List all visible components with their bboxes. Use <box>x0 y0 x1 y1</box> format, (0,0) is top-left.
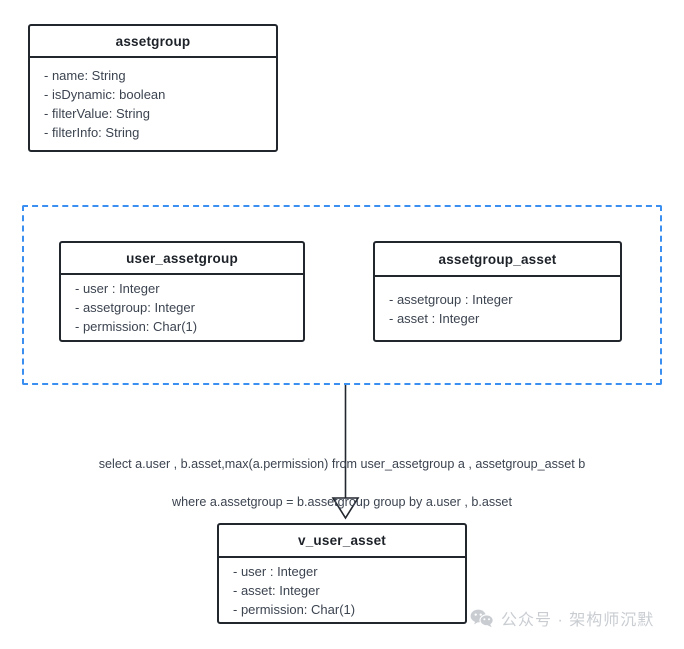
attribute-row: - asset: Integer <box>233 582 320 598</box>
attribute-row: - assetgroup : Integer <box>389 291 513 307</box>
entity-assetgroup-attributes: - name: String - isDynamic: boolean - fi… <box>30 58 276 150</box>
attribute-row: - permission: Char(1) <box>75 319 198 334</box>
attribute-row: - asset : Integer <box>389 310 480 326</box>
entity-v-user-asset-title: v_user_asset <box>219 525 465 558</box>
sql-line-1: select a.user , b.asset,max(a.permission… <box>98 457 586 471</box>
attribute-row: - user : Integer <box>233 563 318 579</box>
group-container-dashed <box>22 205 662 385</box>
entity-v-user-asset[interactable]: v_user_asset - user : Integer - asset: I… <box>217 523 467 624</box>
sql-line-2: where a.assetgroup = b.assetgroup group … <box>172 495 512 509</box>
watermark: 公众号 · 架构师沉默 <box>470 606 654 630</box>
entity-user-assetgroup-attributes: - user : Integer - assetgroup: Integer -… <box>61 275 303 340</box>
entity-v-user-asset-attributes: - user : Integer - asset: Integer - perm… <box>219 558 465 622</box>
entity-user-assetgroup[interactable]: user_assetgroup - user : Integer - asset… <box>59 241 305 342</box>
connector-sql-label: select a.user , b.asset,max(a.permission… <box>42 436 642 531</box>
entity-assetgroup-title: assetgroup <box>30 26 276 58</box>
wechat-icon <box>470 608 494 628</box>
entity-assetgroup[interactable]: assetgroup - name: String - isDynamic: b… <box>28 24 278 152</box>
entity-assetgroup-asset[interactable]: assetgroup_asset - assetgroup : Integer … <box>373 241 622 342</box>
attribute-row: - user : Integer <box>75 281 160 296</box>
entity-assetgroup-asset-title: assetgroup_asset <box>375 243 620 277</box>
attribute-row: - name: String <box>44 68 126 83</box>
attribute-row: - filterInfo: String <box>44 125 140 140</box>
attribute-row: - permission: Char(1) <box>233 601 356 617</box>
attribute-row: - isDynamic: boolean <box>44 87 166 102</box>
watermark-text: 公众号 · 架构师沉默 <box>501 612 655 629</box>
attribute-row: - filterValue: String <box>44 106 150 121</box>
entity-user-assetgroup-title: user_assetgroup <box>61 243 303 275</box>
entity-assetgroup-asset-attributes: - assetgroup : Integer - asset : Integer <box>375 277 620 340</box>
attribute-row: - assetgroup: Integer <box>75 300 195 315</box>
